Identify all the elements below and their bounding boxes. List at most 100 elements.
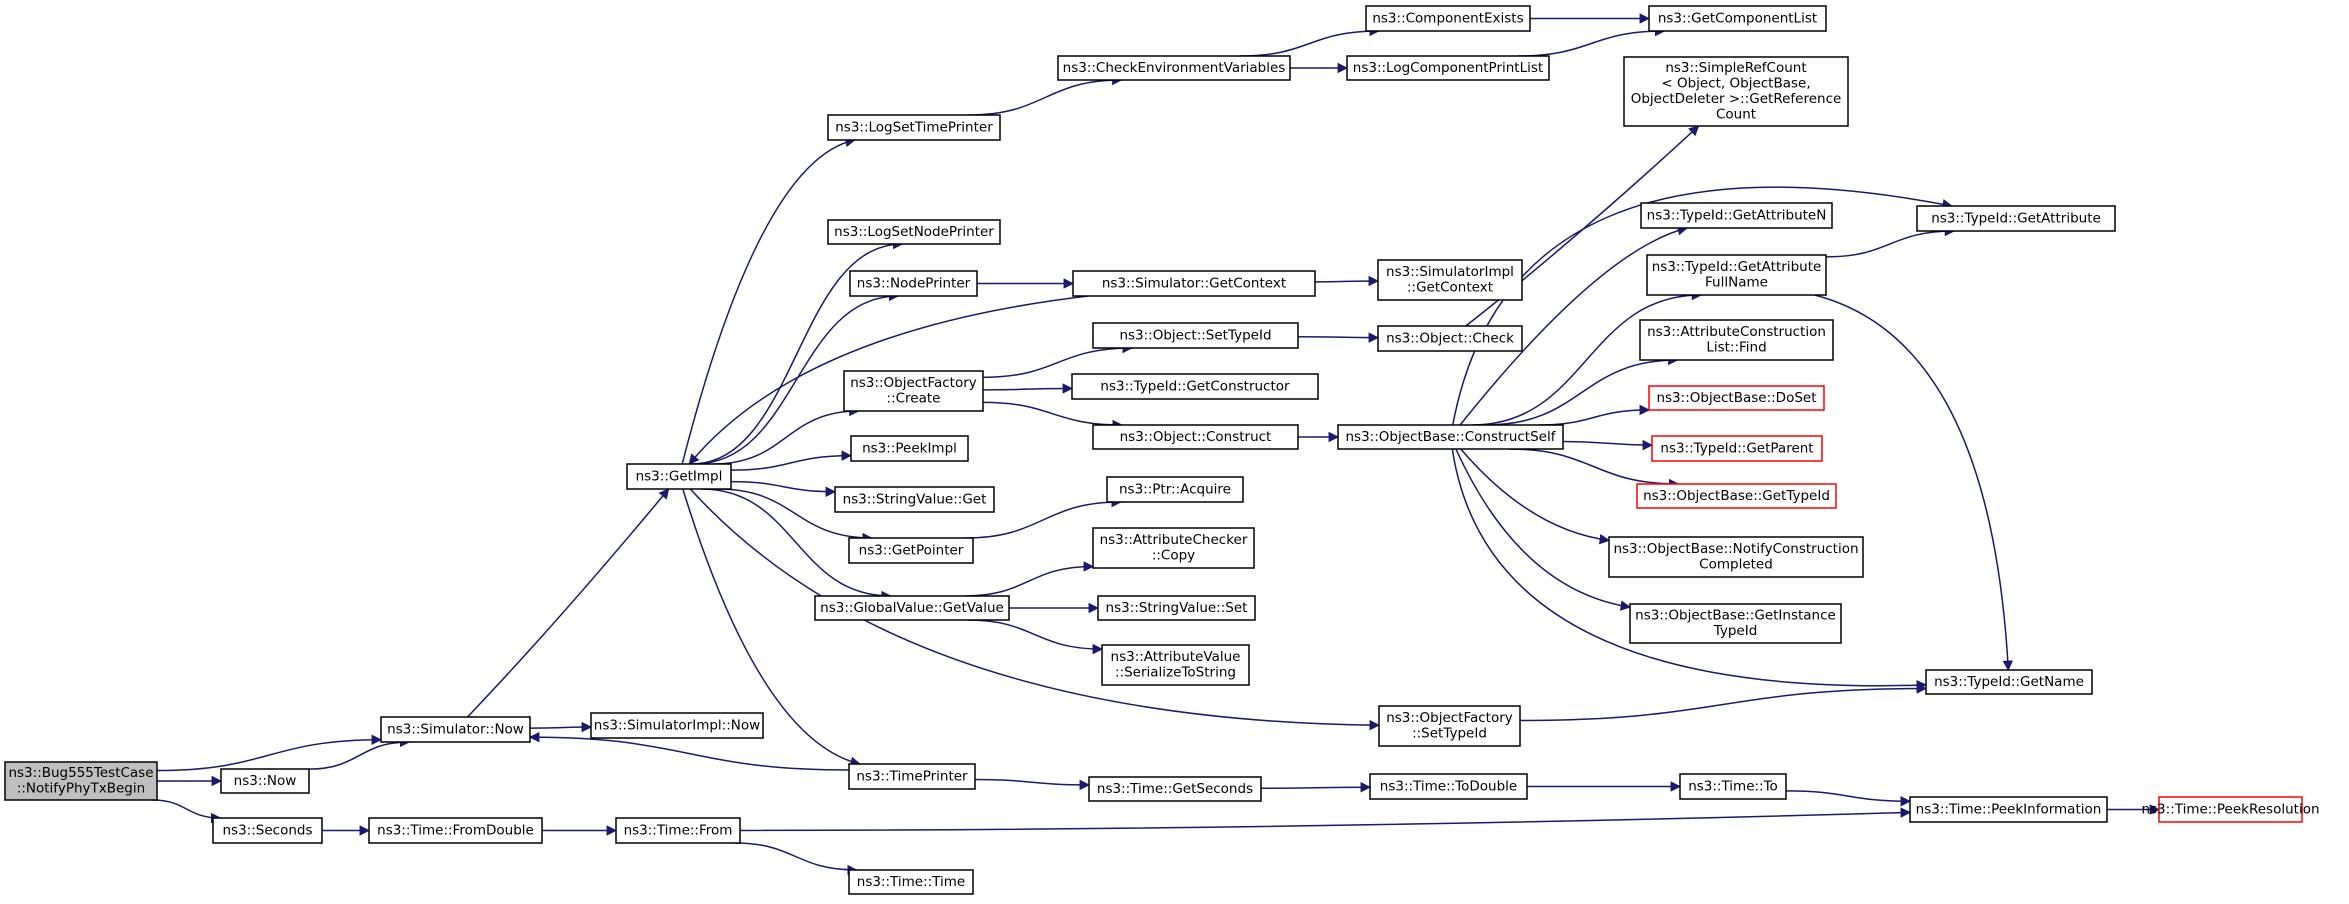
- node-box[interactable]: [848, 869, 974, 895]
- node-timeprinter[interactable]: ns3::TimePrinter: [848, 763, 976, 790]
- node-nodeprinter[interactable]: ns3::NodePrinter: [849, 270, 978, 297]
- node-box[interactable]: [615, 817, 741, 844]
- node-box[interactable]: [1646, 254, 1827, 296]
- node-objconstruct[interactable]: ns3::Object::Construct: [1092, 424, 1299, 450]
- node-box[interactable]: [1101, 644, 1250, 686]
- node-box[interactable]: [626, 463, 732, 490]
- node-objbasenotify[interactable]: ns3::ObjectBase::NotifyConstructionCompl…: [1608, 536, 1864, 578]
- node-ptracquire[interactable]: ns3::Ptr::Acquire: [1106, 476, 1244, 503]
- node-box[interactable]: [1072, 270, 1316, 297]
- node-objbasedoset[interactable]: ns3::ObjectBase::DoSet: [1648, 385, 1825, 411]
- node-box[interactable]: [850, 435, 969, 462]
- node-timetodouble[interactable]: ns3::Time::ToDouble: [1369, 773, 1528, 800]
- node-box[interactable]: [1092, 527, 1255, 569]
- node-getcomplist[interactable]: ns3::GetComponentList: [1648, 5, 1827, 32]
- node-attrcheckcopy[interactable]: ns3::AttributeChecker::Copy: [1092, 527, 1255, 569]
- node-box[interactable]: [849, 270, 978, 297]
- node-logcompprint[interactable]: ns3::LogComponentPrintList: [1346, 55, 1550, 81]
- node-typeidgetparent[interactable]: ns3::TypeId::GetParent: [1651, 435, 1823, 462]
- node-from[interactable]: ns3::Time::From: [615, 817, 741, 844]
- node-objfactcreate[interactable]: ns3::ObjectFactory::Create: [843, 370, 984, 412]
- node-getimpl[interactable]: ns3::GetImpl: [626, 463, 732, 490]
- node-box[interactable]: [1377, 325, 1523, 352]
- node-globalget[interactable]: ns3::GlobalValue::GetValue: [814, 595, 1010, 621]
- node-box[interactable]: [1057, 55, 1291, 81]
- node-root[interactable]: ns3::Bug555TestCase::NotifyPhyTxBegin: [4, 761, 158, 801]
- node-box[interactable]: [1377, 259, 1523, 301]
- node-box[interactable]: [1369, 773, 1528, 800]
- node-box[interactable]: [1648, 5, 1827, 32]
- node-simimplgetctx[interactable]: ns3::SimulatorImpl::GetContext: [1377, 259, 1523, 301]
- node-box[interactable]: [1365, 5, 1531, 32]
- node-objcheck[interactable]: ns3::Object::Check: [1377, 325, 1523, 352]
- node-box[interactable]: [1106, 476, 1244, 503]
- node-box[interactable]: [380, 716, 531, 743]
- node-box[interactable]: [834, 486, 995, 513]
- node-box[interactable]: [1639, 319, 1834, 361]
- node-objbaseconstruct[interactable]: ns3::ObjectBase::ConstructSelf: [1337, 424, 1564, 450]
- node-typeidgetctor[interactable]: ns3::TypeId::GetConstructor: [1071, 373, 1319, 400]
- node-box[interactable]: [368, 817, 543, 844]
- node-box[interactable]: [1651, 435, 1823, 462]
- node-compexists[interactable]: ns3::ComponentExists: [1365, 5, 1531, 32]
- node-fromdouble[interactable]: ns3::Time::FromDouble: [368, 817, 543, 844]
- node-logsettime[interactable]: ns3::LogSetTimePrinter: [827, 114, 1001, 141]
- node-timetime[interactable]: ns3::Time::Time: [848, 869, 974, 895]
- node-box[interactable]: [814, 595, 1010, 621]
- node-seconds[interactable]: ns3::Seconds: [212, 817, 323, 844]
- node-box[interactable]: [1636, 483, 1837, 509]
- node-objfactsettypeid[interactable]: ns3::ObjectFactory::SetTypeId: [1378, 705, 1521, 747]
- node-box[interactable]: [848, 763, 976, 790]
- node-timepeekinfo[interactable]: ns3::Time::PeekInformation: [1909, 796, 2108, 823]
- node-logsetnode[interactable]: ns3::LogSetNodePrinter: [827, 219, 1001, 245]
- node-simnow[interactable]: ns3::Simulator::Now: [380, 716, 531, 743]
- node-checkenv[interactable]: ns3::CheckEnvironmentVariables: [1057, 55, 1291, 81]
- node-now[interactable]: ns3::Now: [220, 768, 310, 794]
- node-typeidgetattr[interactable]: ns3::TypeId::GetAttribute: [1916, 205, 2116, 232]
- node-simimplnow[interactable]: ns3::SimulatorImpl::Now: [590, 712, 764, 739]
- node-box[interactable]: [1909, 796, 2108, 823]
- node-getpointer[interactable]: ns3::GetPointer: [848, 537, 974, 564]
- node-box[interactable]: [220, 768, 310, 794]
- node-strvalset[interactable]: ns3::StringValue::Set: [1097, 595, 1256, 621]
- node-box[interactable]: [212, 817, 323, 844]
- node-box[interactable]: [848, 537, 974, 564]
- node-box[interactable]: [1916, 205, 2116, 232]
- node-box[interactable]: [2158, 796, 2303, 823]
- node-timeto[interactable]: ns3::Time::To: [1679, 773, 1787, 800]
- node-box[interactable]: [1629, 603, 1842, 644]
- node-box[interactable]: [1378, 705, 1521, 747]
- node-box[interactable]: [4, 761, 158, 801]
- node-box[interactable]: [1097, 595, 1256, 621]
- node-objbasegettypeid[interactable]: ns3::ObjectBase::GetTypeId: [1636, 483, 1837, 509]
- node-attrvalser[interactable]: ns3::AttributeValue::SerializeToString: [1101, 644, 1250, 686]
- node-timepeekres[interactable]: ns3::Time::PeekResolution: [2141, 796, 2320, 823]
- node-box[interactable]: [1679, 773, 1787, 800]
- node-box[interactable]: [1640, 202, 1833, 229]
- node-box[interactable]: [827, 114, 1001, 141]
- node-timegetsec[interactable]: ns3::Time::GetSeconds: [1088, 776, 1262, 802]
- node-box[interactable]: [1925, 669, 2093, 695]
- node-typeidgetattrn[interactable]: ns3::TypeId::GetAttributeN: [1640, 202, 1833, 229]
- node-box[interactable]: [1648, 385, 1825, 411]
- node-simplerefcount[interactable]: ns3::SimpleRefCount< Object, ObjectBase,…: [1623, 56, 1849, 127]
- node-simgetctx[interactable]: ns3::Simulator::GetContext: [1072, 270, 1316, 297]
- node-box[interactable]: [1071, 373, 1319, 400]
- node-box[interactable]: [1092, 322, 1299, 349]
- node-box[interactable]: [590, 712, 764, 739]
- node-objsettypeid[interactable]: ns3::Object::SetTypeId: [1092, 322, 1299, 349]
- node-box[interactable]: [1623, 56, 1849, 127]
- node-box[interactable]: [827, 219, 1001, 245]
- node-box[interactable]: [843, 370, 984, 412]
- node-peekimpl[interactable]: ns3::PeekImpl: [850, 435, 969, 462]
- node-box[interactable]: [1608, 536, 1864, 578]
- node-typeidgetname[interactable]: ns3::TypeId::GetName: [1925, 669, 2093, 695]
- node-box[interactable]: [1337, 424, 1564, 450]
- node-strvalget[interactable]: ns3::StringValue::Get: [834, 486, 995, 513]
- node-box[interactable]: [1088, 776, 1262, 802]
- node-box[interactable]: [1346, 55, 1550, 81]
- node-box[interactable]: [1092, 424, 1299, 450]
